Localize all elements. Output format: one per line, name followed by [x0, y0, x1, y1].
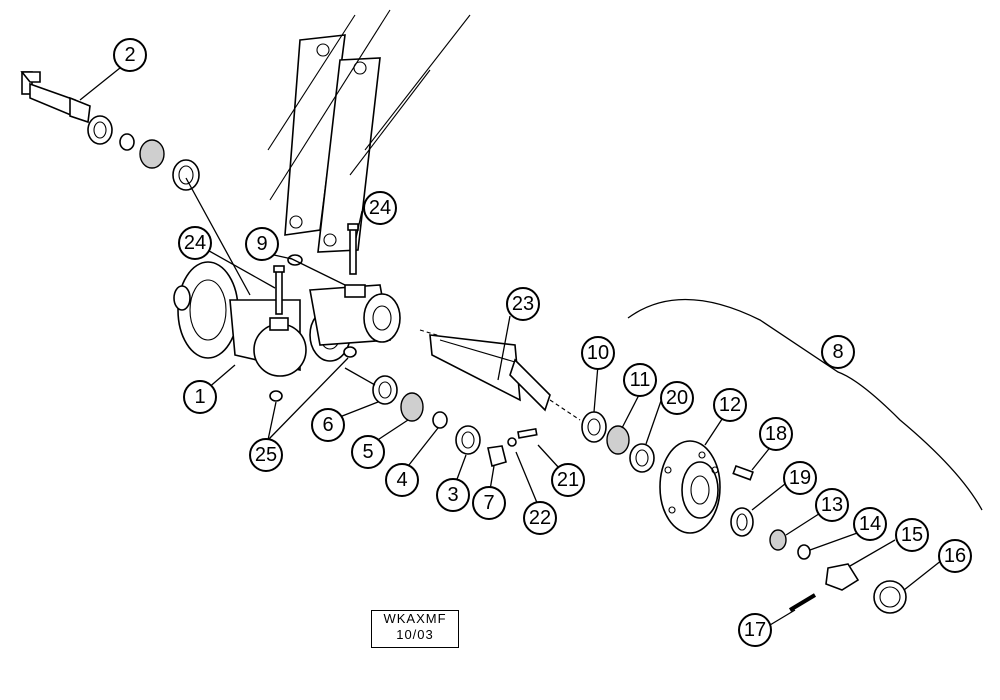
callout-2: 2: [113, 38, 147, 72]
callout-25: 25: [249, 438, 283, 472]
callout-22: 22: [523, 501, 557, 535]
callout-number: 11: [630, 369, 651, 391]
callout-number: 24: [184, 232, 206, 254]
callout-number: 19: [789, 467, 811, 489]
callout-number: 17: [744, 619, 766, 641]
callout-number: 21: [557, 469, 579, 491]
callout-number: 23: [512, 293, 534, 315]
callout-number: 25: [255, 444, 277, 466]
callout-number: 18: [765, 423, 787, 445]
callout-13: 13: [815, 488, 849, 522]
callout-number: 20: [666, 387, 688, 409]
callout-5: 5: [351, 435, 385, 469]
frame-arms: [267, 9, 471, 253]
callout-17: 17: [738, 613, 772, 647]
callout-number: 22: [529, 507, 551, 529]
callout-8: 8: [821, 335, 855, 369]
callout-21: 21: [551, 463, 585, 497]
callout-24b: 24: [363, 191, 397, 225]
callout-16: 16: [938, 539, 972, 573]
callout-number: 9: [256, 233, 267, 255]
callout-number: 16: [944, 545, 966, 567]
spindle-bolt-assembly: [20, 71, 200, 191]
callout-23: 23: [506, 287, 540, 321]
callout-18: 18: [759, 417, 793, 451]
callout-24a: 24: [178, 226, 212, 260]
hub-cap-stack: [730, 507, 907, 614]
wheel-hub: [659, 440, 754, 534]
bolts: [273, 223, 359, 315]
callout-9: 9: [245, 227, 279, 261]
callout-number: 24: [369, 197, 391, 219]
axle-hub-body: [173, 261, 401, 377]
drawing-label: WKAXMF 10/03: [371, 610, 459, 648]
drawing-code: WKAXMF: [383, 611, 447, 626]
callout-11: 11: [623, 363, 657, 397]
group-8-bracket: [627, 298, 983, 511]
callout-number: 1: [194, 386, 205, 408]
callout-number: 6: [322, 414, 333, 436]
callout-number: 10: [587, 342, 609, 364]
callout-15: 15: [895, 518, 929, 552]
callout-14: 14: [853, 507, 887, 541]
callout-number: 5: [362, 441, 373, 463]
callout-19: 19: [783, 461, 817, 495]
callout-4: 4: [385, 463, 419, 497]
inner-bearing-stack: [372, 375, 538, 468]
outer-bearing-stack: [581, 411, 655, 473]
callout-number: 14: [859, 513, 881, 535]
callout-1: 1: [183, 380, 217, 414]
callout-number: 12: [719, 394, 741, 416]
callout-10: 10: [581, 336, 615, 370]
drawing-date: 10/03: [396, 627, 434, 642]
callout-number: 7: [483, 492, 494, 514]
callout-6: 6: [311, 408, 345, 442]
callout-3: 3: [436, 478, 470, 512]
callout-20: 20: [660, 381, 694, 415]
callout-number: 15: [901, 524, 923, 546]
callout-12: 12: [713, 388, 747, 422]
callout-number: 3: [447, 484, 458, 506]
callout-number: 8: [832, 341, 843, 363]
spindle-shaft: [419, 329, 581, 421]
callout-number: 13: [821, 494, 843, 516]
callout-number: 4: [396, 469, 407, 491]
callout-number: 2: [124, 44, 135, 66]
callout-7: 7: [472, 486, 506, 520]
